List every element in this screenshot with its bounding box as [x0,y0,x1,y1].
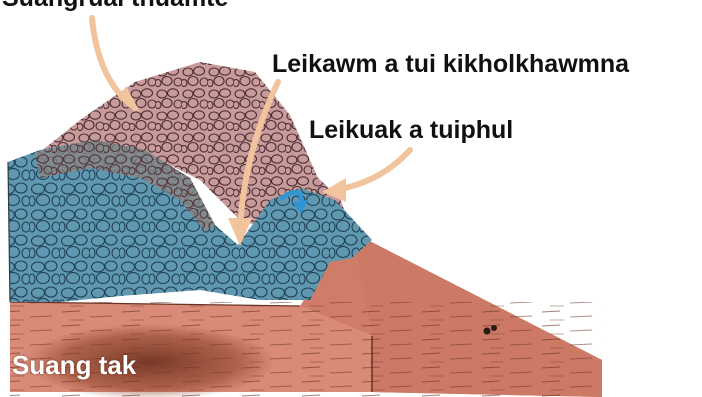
label-bedrock: Suang tak [12,352,136,378]
label-pond: Leikawm a tui kikholkhawmna [272,52,629,77]
arrow-spring [335,150,410,190]
label-gravel: Suangrual thuamte [2,0,228,11]
label-spring: Leikuak a tuiphul [309,118,513,143]
